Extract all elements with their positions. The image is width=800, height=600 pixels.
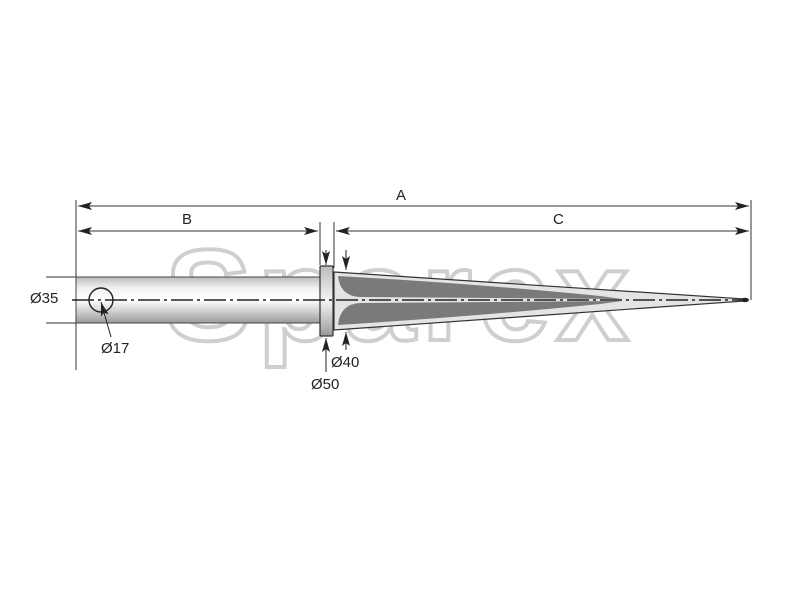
dimension-label-a: A <box>396 187 407 204</box>
spike-taper <box>333 271 749 331</box>
collar <box>319 265 334 337</box>
hole-leader <box>100 301 112 338</box>
dimension-label-c: C <box>553 211 564 228</box>
dimension-label-collar-diameter: Ø50 <box>311 376 340 393</box>
dimension-label-hole-diameter: Ø17 <box>101 340 130 357</box>
dimension-label-b: B <box>182 211 193 228</box>
dimension-label-taper-diameter: Ø40 <box>331 354 360 371</box>
dimension-label-shank-diameter: Ø35 <box>30 290 59 307</box>
